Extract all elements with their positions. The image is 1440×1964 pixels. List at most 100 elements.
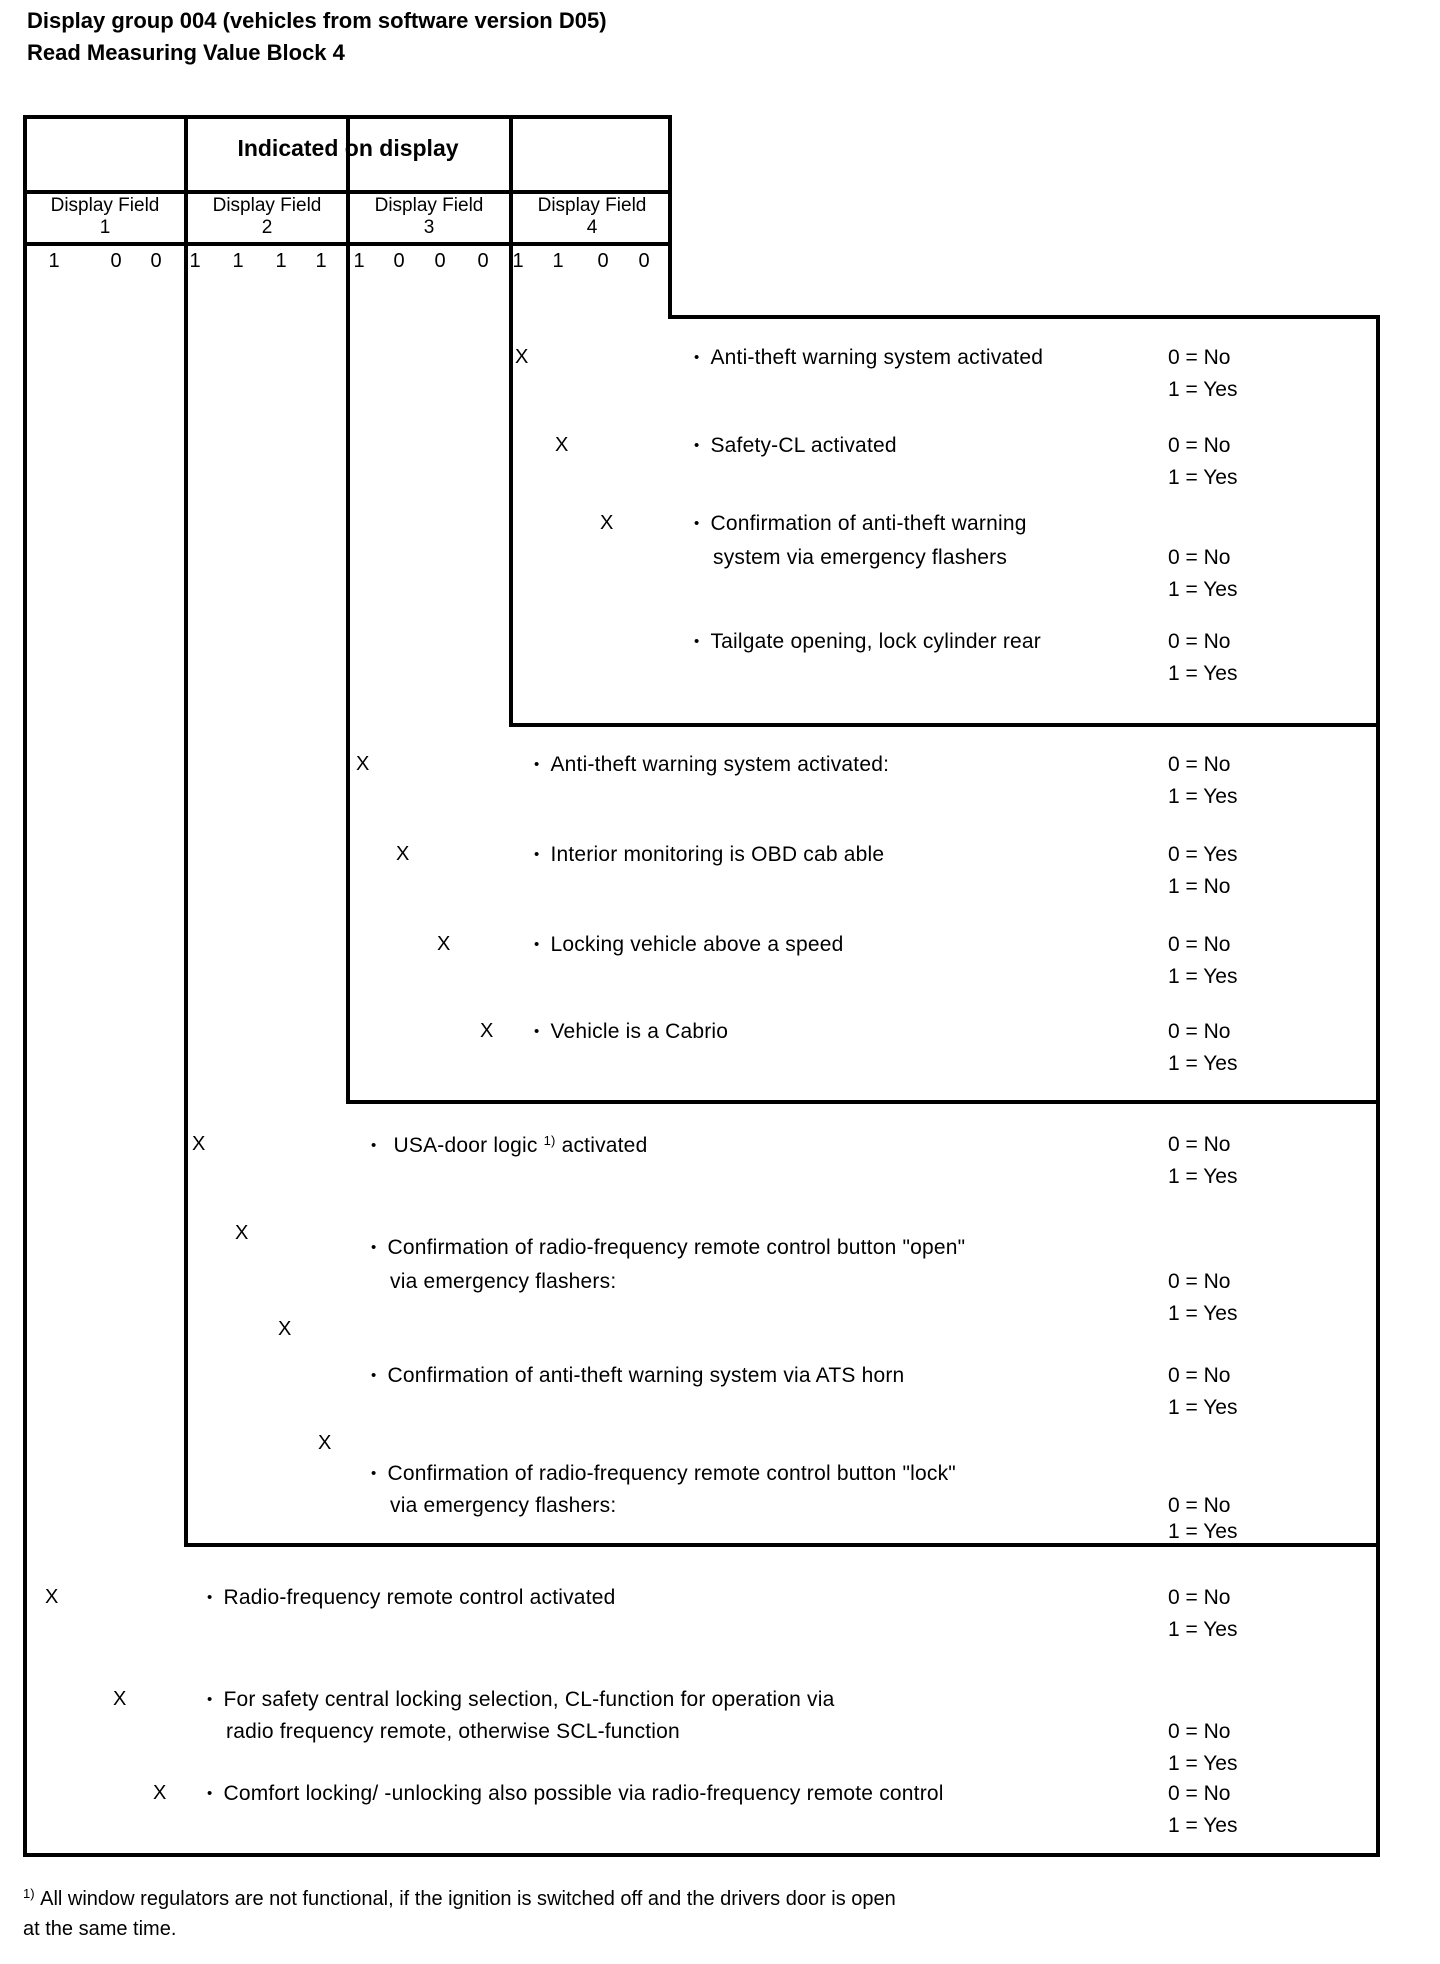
border-outer-right (1376, 315, 1380, 1857)
bit-digit: 0 (434, 250, 446, 272)
border-outer-bottom (23, 1853, 1380, 1857)
value-line: 1 = Yes (1168, 466, 1238, 489)
border-box-field3-bottom (346, 1100, 1380, 1104)
value-line: 0 = No (1168, 1270, 1231, 1293)
row-text: Anti-theft warning system activated (694, 346, 1043, 370)
bit-digit: 1 (512, 250, 524, 272)
bit-digit: 0 (110, 250, 122, 272)
border-box-field2-bottom (184, 1543, 1380, 1547)
value-line: 1 = Yes (1168, 1752, 1238, 1775)
row-text: Vehicle is a Cabrio (534, 1020, 728, 1044)
field1-label: Display Field (50, 195, 160, 216)
value-line: 1 = Yes (1168, 1814, 1238, 1837)
border-header-bottom (23, 190, 672, 194)
border-divider-field1-2 (184, 115, 188, 1547)
x-marker-f2-bit1: X (192, 1133, 206, 1155)
row-text-line: For safety central locking selection, CL… (223, 1688, 835, 1711)
value-line: 1 = Yes (1168, 662, 1238, 685)
bit-digit: 1 (232, 250, 244, 272)
x-marker-f1-bit3: X (153, 1782, 167, 1804)
value-line: 1 = Yes (1168, 578, 1238, 601)
row-text-line: Anti-theft warning system activated (710, 346, 1044, 369)
row-text: Comfort locking/ -unlocking also possibl… (207, 1782, 944, 1806)
value-line: 1 = Yes (1168, 965, 1238, 988)
value-line: 1 = No (1168, 875, 1231, 898)
bit-digit: 1 (552, 250, 564, 272)
row-text: Confirmation of radio-frequency remote c… (371, 1236, 965, 1260)
bit-digit: 0 (638, 250, 650, 272)
border-box-field4-top (668, 315, 1380, 319)
row-text: Confirmation of anti-theft warning (694, 512, 1027, 536)
row-text: USA-door logic 1) activated (371, 1133, 648, 1158)
value-line: 1 = Yes (1168, 1618, 1238, 1641)
x-marker-f4-bit3: X (600, 512, 614, 534)
row-text-line: system via emergency flashers (713, 546, 1008, 569)
value-line: 0 = No (1168, 1782, 1231, 1805)
field3-number: 3 (423, 217, 435, 238)
row-text: Interior monitoring is OBD cab able (534, 843, 884, 867)
row-text: For safety central locking selection, CL… (207, 1688, 834, 1712)
footnote-line-2: at the same time. (23, 1918, 177, 1940)
field1-number: 1 (99, 217, 111, 238)
value-line: 0 = No (1168, 1133, 1231, 1156)
value-line: 0 = No (1168, 630, 1231, 653)
field3-label: Display Field (374, 195, 484, 216)
row-text-line: Comfort locking/ -unlocking also possibl… (223, 1782, 944, 1805)
border-box-field4-bottom (509, 723, 1380, 727)
x-marker-f4-bit1: X (515, 346, 529, 368)
border-table-top (23, 115, 672, 119)
row-text-line: Vehicle is a Cabrio (550, 1020, 729, 1043)
row-text: Anti-theft warning system activated: (534, 753, 889, 777)
value-line: 1 = Yes (1168, 1520, 1238, 1543)
footnote-marker: 1) (23, 1886, 35, 1901)
row-text-line: radio frequency remote, otherwise SCL-fu… (226, 1720, 680, 1743)
field4-label: Display Field (537, 195, 647, 216)
row-text-line: Confirmation of radio-frequency remote c… (387, 1462, 956, 1485)
table-header: Indicated on display (237, 135, 459, 161)
row-text-line: Confirmation of radio-frequency remote c… (387, 1236, 966, 1259)
value-line: 0 = No (1168, 546, 1231, 569)
row-text-line: Tailgate opening, lock cylinder rear (710, 630, 1041, 653)
value-line: 0 = No (1168, 1494, 1231, 1517)
field3-header-cell: Display Field 3 (354, 195, 504, 239)
value-line: 0 = Yes (1168, 843, 1238, 866)
x-marker-f2-bit3: X (278, 1318, 292, 1340)
bit-digit: 1 (353, 250, 365, 272)
bit-digit: 0 (597, 250, 609, 272)
x-marker-f2-bit2: X (235, 1222, 249, 1244)
bit-digit: 1 (48, 250, 60, 272)
x-marker-f3-bit3: X (437, 933, 451, 955)
value-line: 0 = No (1168, 753, 1231, 776)
bit-digit: 1 (275, 250, 287, 272)
bit-digit: 1 (189, 250, 201, 272)
border-field4-right (668, 115, 672, 319)
row-text: Confirmation of anti-theft warning syste… (371, 1364, 904, 1388)
row-text-line: via emergency flashers: (390, 1270, 617, 1293)
field1-header-cell: Display Field 1 (30, 195, 180, 239)
value-line: 0 = No (1168, 1020, 1231, 1043)
page-title-line-1: Display group 004 (vehicles from softwar… (27, 8, 607, 33)
row-text: Locking vehicle above a speed (534, 933, 843, 957)
value-line: 0 = No (1168, 346, 1231, 369)
bit-digit: 0 (150, 250, 162, 272)
x-marker-f2-bit4: X (318, 1432, 332, 1454)
value-line: 0 = No (1168, 933, 1231, 956)
x-marker-f3-bit1: X (356, 753, 370, 775)
field2-label: Display Field (212, 195, 322, 216)
row-text-line: Anti-theft warning system activated: (550, 753, 890, 776)
value-line: 1 = Yes (1168, 1396, 1238, 1419)
value-line: 1 = Yes (1168, 785, 1238, 808)
field2-number: 2 (261, 217, 273, 238)
row-text-line: via emergency flashers: (390, 1494, 617, 1517)
x-marker-f1-bit2: X (113, 1688, 127, 1710)
row-text: Radio-frequency remote control activated (207, 1586, 615, 1610)
value-line: 1 = Yes (1168, 378, 1238, 401)
row-text-line: Radio-frequency remote control activated (223, 1586, 616, 1609)
row-text-line: Safety-CL activated (710, 434, 897, 457)
bit-digit: 0 (477, 250, 489, 272)
field2-header-cell: Display Field 2 (192, 195, 342, 239)
row-text-line: Locking vehicle above a speed (550, 933, 844, 956)
x-marker-f1-bit1: X (45, 1586, 59, 1608)
field4-header-cell: Display Field 4 (517, 195, 667, 239)
